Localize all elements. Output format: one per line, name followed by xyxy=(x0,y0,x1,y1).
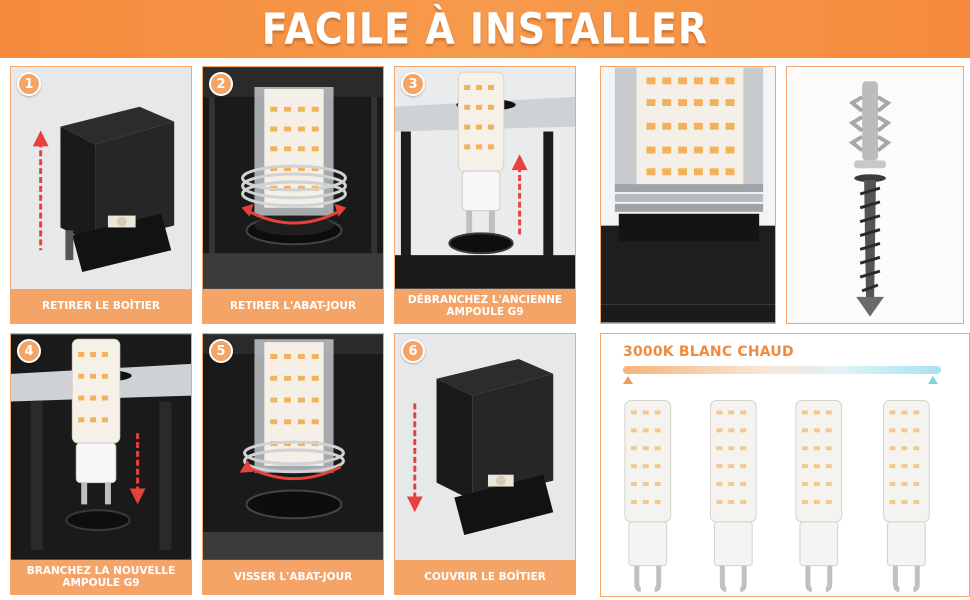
step-caption: BRANCHEZ LA NOUVELLE AMPOULE G9 xyxy=(11,560,191,594)
step-illustration xyxy=(203,334,383,560)
step-illustration xyxy=(203,67,383,289)
step-caption: VISSER L'ABAT-JOUR xyxy=(203,560,383,594)
step-card-3: 3 DÉBRANC xyxy=(394,66,576,324)
led-grid xyxy=(464,85,494,150)
step-illustration xyxy=(395,334,575,560)
shade-removal-illustration xyxy=(203,67,383,289)
header-banner: FACILE À INSTALLER xyxy=(0,0,970,58)
step-illustration xyxy=(395,67,575,289)
step-card-4: 4 BRANCHEZ LA NOUVELLE xyxy=(10,333,192,595)
step-caption: RETIRER L'ABAT-JOUR xyxy=(203,289,383,323)
g9-bulb-icon xyxy=(795,400,843,592)
g9-bulbs-illustration xyxy=(624,400,930,592)
g9-bulb-icon xyxy=(709,400,757,592)
color-temperature-gradient xyxy=(623,366,941,374)
lamp-closeup-photo xyxy=(600,66,776,324)
step-number-badge: 1 xyxy=(17,72,41,96)
step-card-2: 2 xyxy=(202,66,384,324)
step-illustration xyxy=(11,334,191,560)
g9-bulb-icon xyxy=(624,400,672,592)
warm-marker-icon xyxy=(623,376,633,384)
housing-removal-illustration xyxy=(11,67,191,289)
step-number-badge: 4 xyxy=(17,339,41,363)
led-grid xyxy=(646,77,735,176)
step-illustration xyxy=(11,67,191,289)
screw-icon xyxy=(854,174,886,317)
rotate-icon xyxy=(239,459,342,481)
color-temperature-label: 3000K BLANC CHAUD xyxy=(623,344,794,360)
step-number-badge: 3 xyxy=(401,72,425,96)
step-number-badge: 6 xyxy=(401,339,425,363)
page-title: FACILE À INSTALLER xyxy=(261,4,709,54)
rotate-icon xyxy=(241,203,347,225)
step-caption: DÉBRANCHEZ L'ANCIENNE AMPOULE G9 xyxy=(395,289,575,323)
step-card-1: 1 RETIRER LE BOÎTIER xyxy=(10,66,192,324)
step-number-badge: 2 xyxy=(209,72,233,96)
screw-anchor-photo xyxy=(786,66,964,324)
step-caption: COUVRIR LE BOÎTIER xyxy=(395,560,575,594)
bulb-insertion-illustration xyxy=(11,334,191,560)
led-grid xyxy=(78,352,108,423)
step-caption: RETIRER LE BOÎTIER xyxy=(11,289,191,323)
arrow-down-icon xyxy=(129,433,146,505)
bulb-removal-illustration xyxy=(395,67,575,289)
cool-marker-icon xyxy=(928,376,938,384)
arrow-up-icon xyxy=(32,130,49,251)
housing-cover-illustration xyxy=(395,334,575,560)
step-number-badge: 5 xyxy=(209,339,233,363)
step-card-6: 6 COUVRIR LE BOÎTIER xyxy=(394,333,576,595)
g9-bulb-icon xyxy=(882,400,930,592)
shade-screwing-illustration xyxy=(203,334,383,560)
arrow-up-icon xyxy=(511,154,528,236)
arrow-down-icon xyxy=(406,403,423,513)
wall-anchor-icon xyxy=(848,81,892,169)
step-card-5: 5 VISSER L'ABAT-JOUR xyxy=(202,333,384,595)
color-temperature-card: 3000K BLANC CHAUD xyxy=(600,333,970,597)
